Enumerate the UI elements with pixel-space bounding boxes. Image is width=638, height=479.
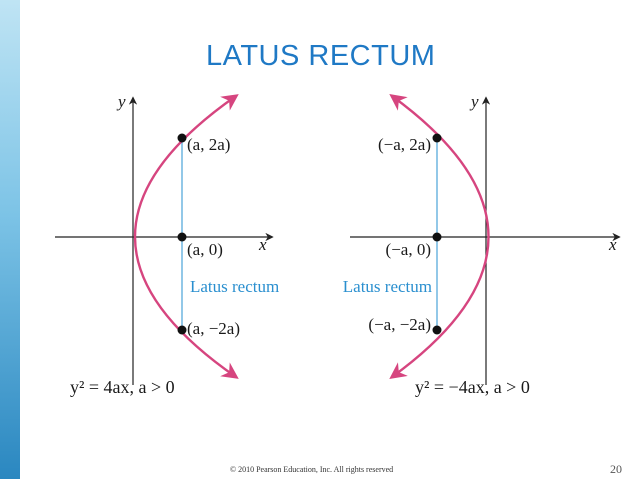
left-point-top-label: (a, 2a)	[187, 135, 230, 154]
left-point-bottom-label: (a, −2a)	[187, 319, 240, 338]
left-point-top	[177, 133, 187, 143]
right-point-bottom-label: (−a, −2a)	[368, 315, 431, 334]
right-point-focus	[432, 232, 442, 242]
left-parabola	[134, 94, 239, 379]
right-point-top-label: (−a, 2a)	[378, 135, 431, 154]
left-point-bottom	[177, 325, 187, 335]
left-graph: y x (a, 2a) (a, 0) Latus rectum (a, −2a)…	[55, 92, 279, 397]
right-y-axis-label: y	[469, 92, 479, 111]
slide-accent-bar	[0, 0, 20, 479]
right-point-bottom	[432, 325, 442, 335]
right-equation: y² = −4ax, a > 0	[415, 377, 530, 397]
left-equation: y² = 4ax, a > 0	[70, 377, 175, 397]
left-point-focus	[177, 232, 187, 242]
copyright-footer: © 2010 Pearson Education, Inc. All right…	[230, 465, 394, 474]
right-point-top	[432, 133, 442, 143]
left-latus-rectum-label: Latus rectum	[190, 277, 279, 296]
left-x-axis-label: x	[258, 235, 267, 254]
right-graph: y x (−a, 2a) (−a, 0) Latus rectum (−a, −…	[343, 92, 621, 397]
right-point-mid-label: (−a, 0)	[386, 240, 431, 259]
page-number: 20	[610, 462, 622, 476]
left-y-axis-label: y	[116, 92, 126, 111]
left-point-mid-label: (a, 0)	[187, 240, 223, 259]
right-latus-rectum-label: Latus rectum	[343, 277, 432, 296]
right-x-axis-label: x	[608, 235, 617, 254]
slide-title: LATUS RECTUM	[206, 40, 436, 72]
